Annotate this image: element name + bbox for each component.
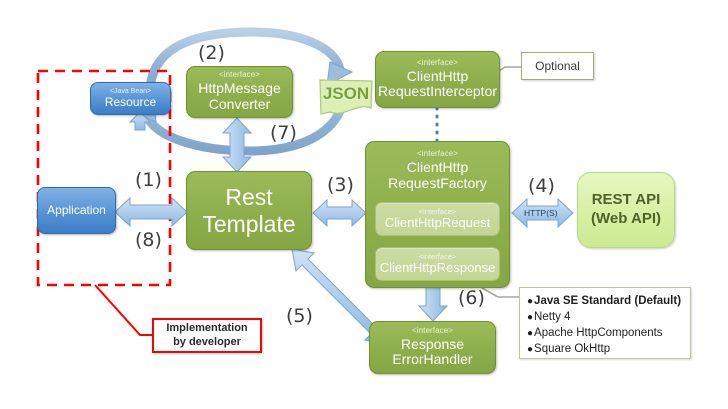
step-label-1: (1) <box>135 169 162 191</box>
step-label-6: (6) <box>458 287 485 309</box>
bullet-icon: ● <box>527 327 534 339</box>
node-resource[interactable]: <Java Bean> Resource <box>90 82 171 115</box>
http-message-converter-line2: Converter <box>208 95 271 112</box>
node-client-http-request[interactable]: <interface> ClientHttpRequest <box>375 202 500 236</box>
step-label-4: (4) <box>528 175 555 197</box>
interceptor-line1: ClientHttp <box>406 67 469 84</box>
http-message-converter-stereotype: <interface> <box>218 70 261 80</box>
node-response-error-handler[interactable]: <interface> Response ErrorHandler <box>369 321 496 374</box>
http-message-converter-line1: HttpMessage <box>198 80 281 97</box>
list-item-label: Square OkHttp <box>534 342 611 355</box>
response-error-handler-line2: ErrorHandler <box>392 351 473 368</box>
rest-api-line2: (Web API) <box>591 210 661 227</box>
json-label: JSON <box>322 84 370 103</box>
resource-stereotype: <Java Bean> <box>109 87 152 95</box>
rest-template-line2: Template <box>202 210 296 237</box>
list-item-label: Java SE Standard (Default) <box>534 295 682 307</box>
bullet-icon: ● <box>527 311 534 323</box>
step-label-2: (2) <box>198 42 225 64</box>
request-factory-line2: RequestFactory <box>388 174 487 191</box>
request-factory-stereotype: <interface> <box>416 149 459 158</box>
step-label-5: (5) <box>286 305 313 327</box>
resource-label: Resource <box>104 94 157 109</box>
list-item: ●Square OkHttp <box>527 342 682 358</box>
node-client-http-request-interceptor[interactable]: <interface> ClientHttp RequestIntercepto… <box>375 51 500 108</box>
implementation-callout-line2: by developer <box>173 335 241 348</box>
rest-template-line1: Rest <box>225 184 273 211</box>
step-label-7: (7) <box>270 122 297 144</box>
node-rest-template[interactable]: Rest Template <box>186 171 312 250</box>
application-label: Application <box>47 202 106 217</box>
step-label-3: (3) <box>327 174 354 196</box>
arrow-converter-resttemplate <box>221 117 253 173</box>
arrow-resttemplate-factory <box>312 198 367 228</box>
callout-optional: Optional <box>521 52 594 80</box>
client-http-response-label: ClientHttpResponse <box>379 259 496 275</box>
response-error-handler-stereotype: <interface> <box>411 325 454 335</box>
list-item: ●Netty 4 <box>527 310 682 326</box>
client-http-request-label: ClientHttpRequest <box>384 214 491 230</box>
list-item-label: Netty 4 <box>534 310 571 323</box>
bullet-icon: ● <box>527 296 534 307</box>
implementations-list: ●Java SE Standard (Default) ●Netty 4 ●Ap… <box>519 287 691 359</box>
list-item: ●Java SE Standard (Default) <box>527 294 682 310</box>
bullet-icon: ● <box>527 343 534 355</box>
node-client-http-response[interactable]: <interface> ClientHttpResponse <box>375 247 500 281</box>
step-label-8: (8) <box>135 229 162 251</box>
implementation-callout-line1: Implementation <box>166 321 248 334</box>
callout-implementation-by-developer: Implementation by developer <box>152 318 262 353</box>
response-error-handler-line1: Response <box>400 335 465 352</box>
client-http-response-stereotype: <interface> <box>418 251 457 261</box>
client-http-request-stereotype: <interface> <box>418 206 457 216</box>
developer-scope-leader-line <box>94 284 152 336</box>
node-rest-api[interactable]: REST API (Web API) <box>577 172 675 248</box>
list-item: ●Apache HttpComponents <box>527 326 682 342</box>
interceptor-stereotype: <interface> <box>416 57 459 67</box>
request-factory-line1: ClientHttp <box>406 158 469 175</box>
list-item-label: Apache HttpComponents <box>534 326 663 339</box>
json-flag: JSON <box>318 78 374 116</box>
node-application[interactable]: Application <box>37 187 116 234</box>
arrow-factory-restapi <box>511 197 574 229</box>
optional-label: Optional <box>535 59 580 73</box>
rest-api-line1: REST API <box>591 191 661 209</box>
edge-label-https: HTTP(S) <box>524 208 558 218</box>
arrow-application-resttemplate <box>114 196 188 228</box>
node-http-message-converter[interactable]: <interface> HttpMessage Converter <box>186 66 293 118</box>
implementations-leader-line <box>481 287 520 298</box>
interceptor-line2: RequestInterceptor <box>377 83 498 100</box>
